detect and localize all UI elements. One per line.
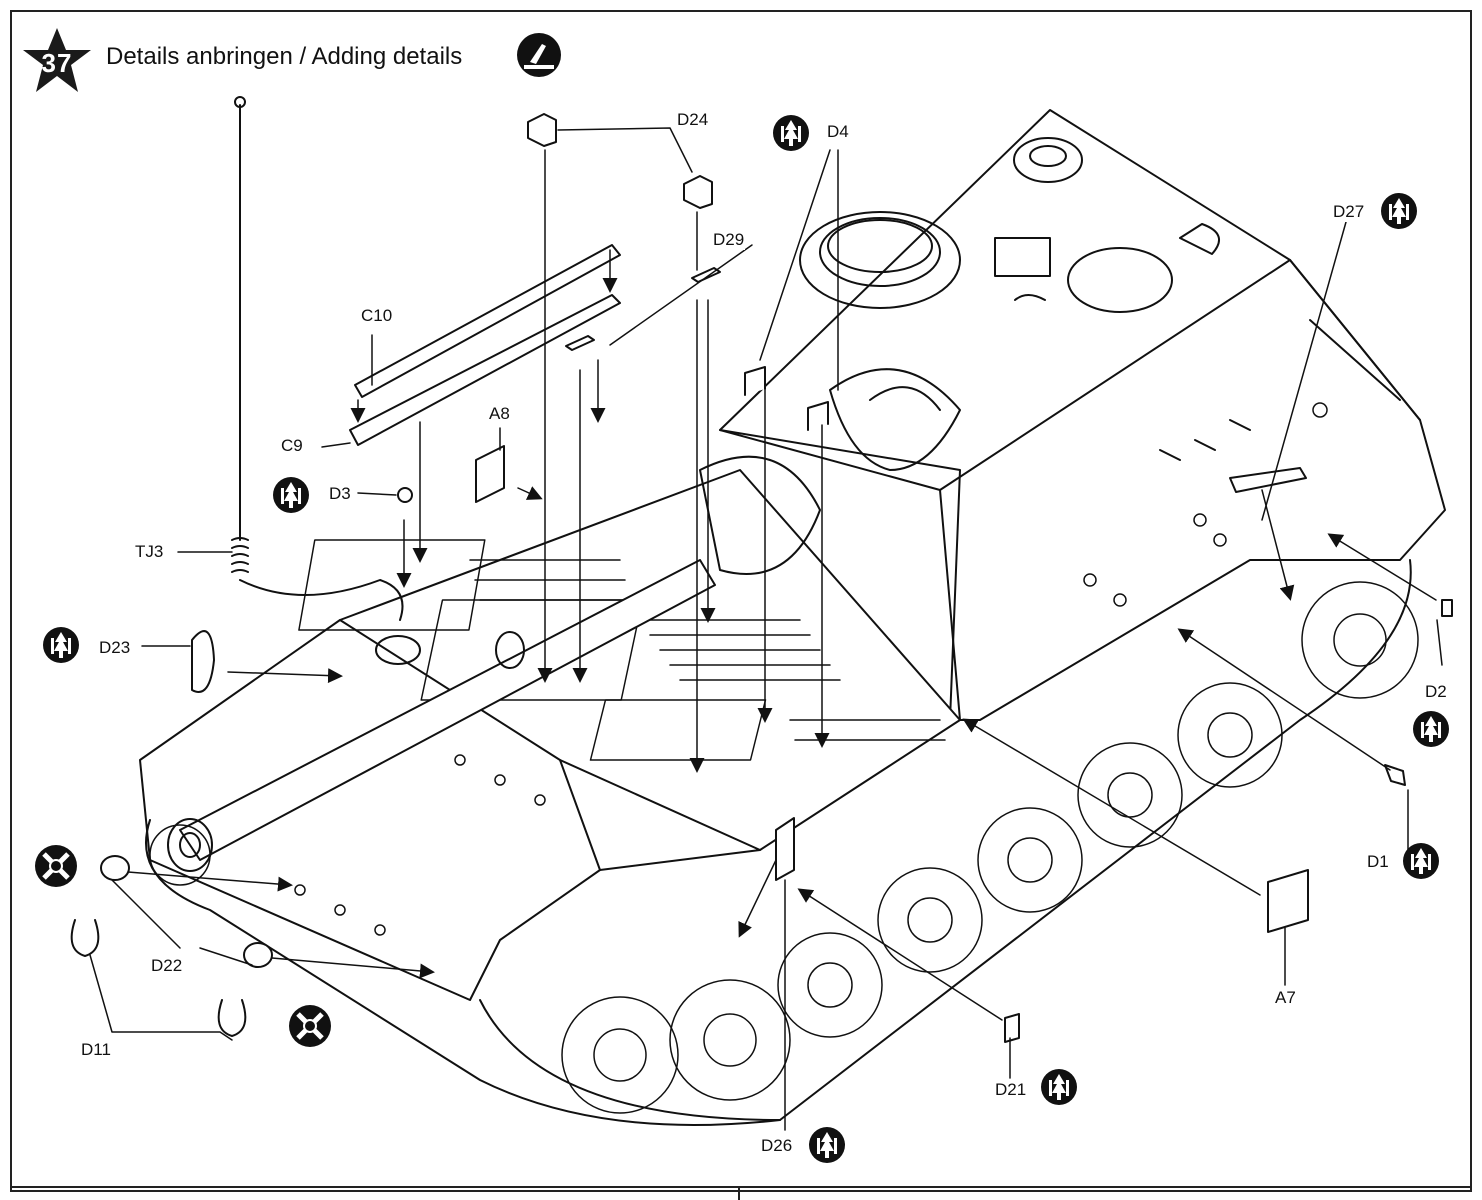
- label-d4: D4: [826, 122, 850, 142]
- cement-tube-icon: [43, 627, 79, 663]
- cement-tube-icon: [1041, 1069, 1077, 1105]
- label-d27: D27: [1332, 202, 1366, 222]
- step-star-icon: [23, 28, 91, 92]
- label-tj3: TJ3: [134, 542, 165, 562]
- label-d11: D11: [80, 1040, 112, 1060]
- bottom-divider: [738, 1186, 740, 1200]
- instruction-frame: [10, 10, 1472, 1192]
- no-glue-icon: [35, 845, 77, 887]
- label-d23: D23: [98, 638, 132, 658]
- leader-lines: [89, 127, 1443, 1131]
- loose-parts: [70, 113, 1453, 1043]
- step-number: 37: [41, 48, 73, 78]
- cement-tube-icon: [1413, 711, 1449, 747]
- bottom-rule: [10, 1186, 1472, 1188]
- label-c9: C9: [280, 436, 304, 456]
- label-d1: D1: [1366, 852, 1390, 872]
- antenna-part: [231, 96, 404, 621]
- cement-tube-icon: [1381, 193, 1417, 229]
- label-d2: D2: [1424, 682, 1448, 702]
- label-d21: D21: [994, 1080, 1028, 1100]
- hull-deck: [139, 402, 1328, 1001]
- label-d26: D26: [760, 1136, 794, 1156]
- casemate: [719, 109, 1446, 721]
- label-d3: D3: [328, 484, 352, 504]
- roof-details: [799, 137, 1221, 471]
- cement-tube-icon: [773, 115, 809, 151]
- label-c10: C10: [360, 306, 394, 326]
- label-a8: A8: [488, 404, 511, 424]
- label-a7: A7: [1274, 988, 1297, 1008]
- step-title: Details anbringen / Adding details: [106, 43, 463, 70]
- tracks-and-wheels: [145, 559, 1419, 1126]
- solvent-glue-icon: [517, 33, 561, 77]
- cement-tube-icon: [273, 477, 309, 513]
- gun-barrel: [167, 455, 821, 872]
- label-d22: D22: [150, 956, 184, 976]
- cement-tube-icon: [809, 1127, 845, 1163]
- label-d29: D29: [712, 230, 746, 250]
- cement-tube-icon: [1403, 843, 1439, 879]
- label-d24: D24: [676, 110, 710, 130]
- no-glue-icon: [289, 1005, 331, 1047]
